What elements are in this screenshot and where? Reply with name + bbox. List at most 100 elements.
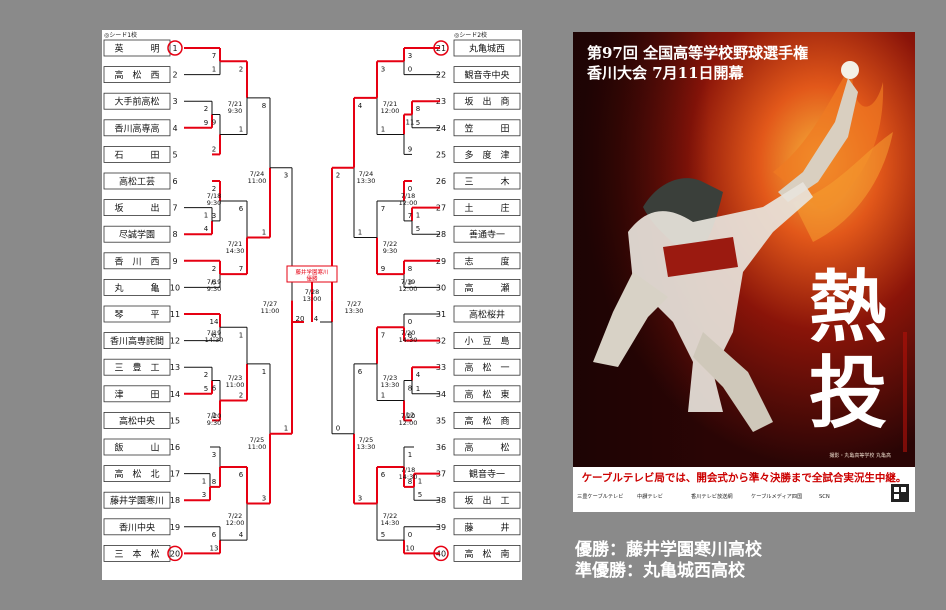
seed-circle <box>167 545 183 562</box>
team-box <box>453 119 521 137</box>
score-label: 0 <box>408 531 412 539</box>
score-label: 4 <box>358 102 363 110</box>
team-number: 23 <box>436 97 446 106</box>
score-label: 1 <box>262 229 266 237</box>
sponsor-logo-text: 中讃テレビ <box>637 492 663 500</box>
score-label: 8 <box>408 332 412 340</box>
team-box <box>103 358 171 376</box>
poster-banner: ケーブルテレビ局では、開会式から準々決勝まで全試合実況生中継。 <box>582 471 907 484</box>
team-number: 27 <box>436 204 446 213</box>
score-label: 2 <box>239 65 243 73</box>
team-box <box>453 92 521 110</box>
score-label: 5 <box>416 225 420 233</box>
result-summary: 優勝：藤井学園寒川高校 準優勝：丸亀城西高校 <box>575 540 762 582</box>
match-date: 7/21 <box>228 100 243 108</box>
poster-title-line2: 香川大会 7月11日開幕 <box>587 64 745 82</box>
tournament-poster: 第97回 全国高等学校野球選手権 香川大会 7月11日開幕 熱 投 撮影・丸亀高… <box>573 32 915 512</box>
score-label: 1 <box>262 368 266 376</box>
match-date: 7/18 <box>401 192 416 200</box>
team-box <box>103 92 171 110</box>
score-label: 3 <box>381 65 385 73</box>
team-name: 高松桜井 <box>469 309 505 321</box>
team-box <box>103 278 171 296</box>
flame-shape <box>793 132 893 242</box>
team-name: 高 松 東 <box>464 388 509 400</box>
score-label: 5 <box>418 491 422 499</box>
score-label: 3 <box>212 451 216 459</box>
team-number: 34 <box>436 390 446 399</box>
team-name: 香 川 西 <box>114 256 159 267</box>
team-box <box>103 332 171 350</box>
team-number: 37 <box>436 470 446 479</box>
score-label: 3 <box>212 212 216 220</box>
match-date: 7/22 <box>383 512 398 520</box>
score-label: 8 <box>416 105 420 113</box>
match-date: 7/27 <box>263 300 278 308</box>
team-number: 10 <box>170 283 180 292</box>
team-name: 高 瀬 <box>464 282 509 294</box>
team-name: 丸亀城西 <box>469 43 505 55</box>
score-label: 9 <box>212 119 216 127</box>
match-date: 7/24 <box>359 170 374 178</box>
match-time: 14:30 <box>205 336 224 344</box>
team-number: 22 <box>436 71 446 80</box>
seed-circle <box>167 40 183 56</box>
match-time: 11:00 <box>248 443 267 451</box>
team-number: 15 <box>170 416 180 425</box>
match-date: 7/18 <box>207 192 222 200</box>
score-label: 1 <box>381 391 385 399</box>
team-box <box>103 305 171 323</box>
match-time: 11:00 <box>226 381 245 389</box>
team-box <box>453 225 521 243</box>
score-label: 0 <box>336 425 340 433</box>
team-name: 丸 亀 <box>114 282 159 294</box>
team-name: 香川中央 <box>119 521 155 533</box>
score-label: 1 <box>418 478 422 486</box>
team-box <box>103 491 171 509</box>
team-box <box>453 39 521 57</box>
team-name: 三 本 松 <box>114 548 159 560</box>
score-label: 9 <box>381 265 385 273</box>
team-box <box>453 252 521 270</box>
champion-box <box>286 265 338 283</box>
team-name: 香川高専詫間 <box>110 335 164 347</box>
team-box <box>453 66 521 83</box>
match-time: 13:00 <box>303 295 322 303</box>
score-label: 2 <box>336 172 340 180</box>
match-date: 7/25 <box>359 436 374 444</box>
poster-title-line1: 第97回 全国高等学校野球選手権 <box>587 44 808 62</box>
team-number: 40 <box>436 549 446 558</box>
team-name: 坂 出 <box>114 202 159 214</box>
team-number: 21 <box>436 44 446 53</box>
match-date: 7/25 <box>250 436 265 444</box>
team-number: 8 <box>172 230 177 239</box>
team-box <box>453 332 521 350</box>
match-date: 7/19 <box>207 278 222 286</box>
team-name: 観音寺中央 <box>464 69 509 81</box>
score-label: 1 <box>416 212 420 220</box>
score-label: 1 <box>416 385 420 393</box>
score-label: 8 <box>408 478 412 486</box>
team-number: 7 <box>172 204 177 213</box>
champion-name: 藤井学園寒川 <box>295 268 328 276</box>
match-time: 12:00 <box>226 519 245 527</box>
score-label: 1 <box>284 425 288 433</box>
score-label: 2 <box>212 411 216 419</box>
pitcher-figure <box>593 61 859 432</box>
team-box <box>453 278 521 296</box>
final-score-left: 20 <box>296 315 305 323</box>
score-label: 8 <box>408 385 412 393</box>
team-number: 31 <box>436 310 446 319</box>
score-label: 2 <box>212 185 216 193</box>
team-number: 5 <box>172 150 177 159</box>
team-box <box>103 66 171 83</box>
team-name: 善通寺一 <box>469 229 505 241</box>
team-box <box>103 385 171 403</box>
qr-code-icon <box>891 484 909 502</box>
team-box <box>103 199 171 217</box>
team-number: 12 <box>170 337 180 346</box>
team-box <box>453 305 521 323</box>
team-box <box>103 518 171 536</box>
